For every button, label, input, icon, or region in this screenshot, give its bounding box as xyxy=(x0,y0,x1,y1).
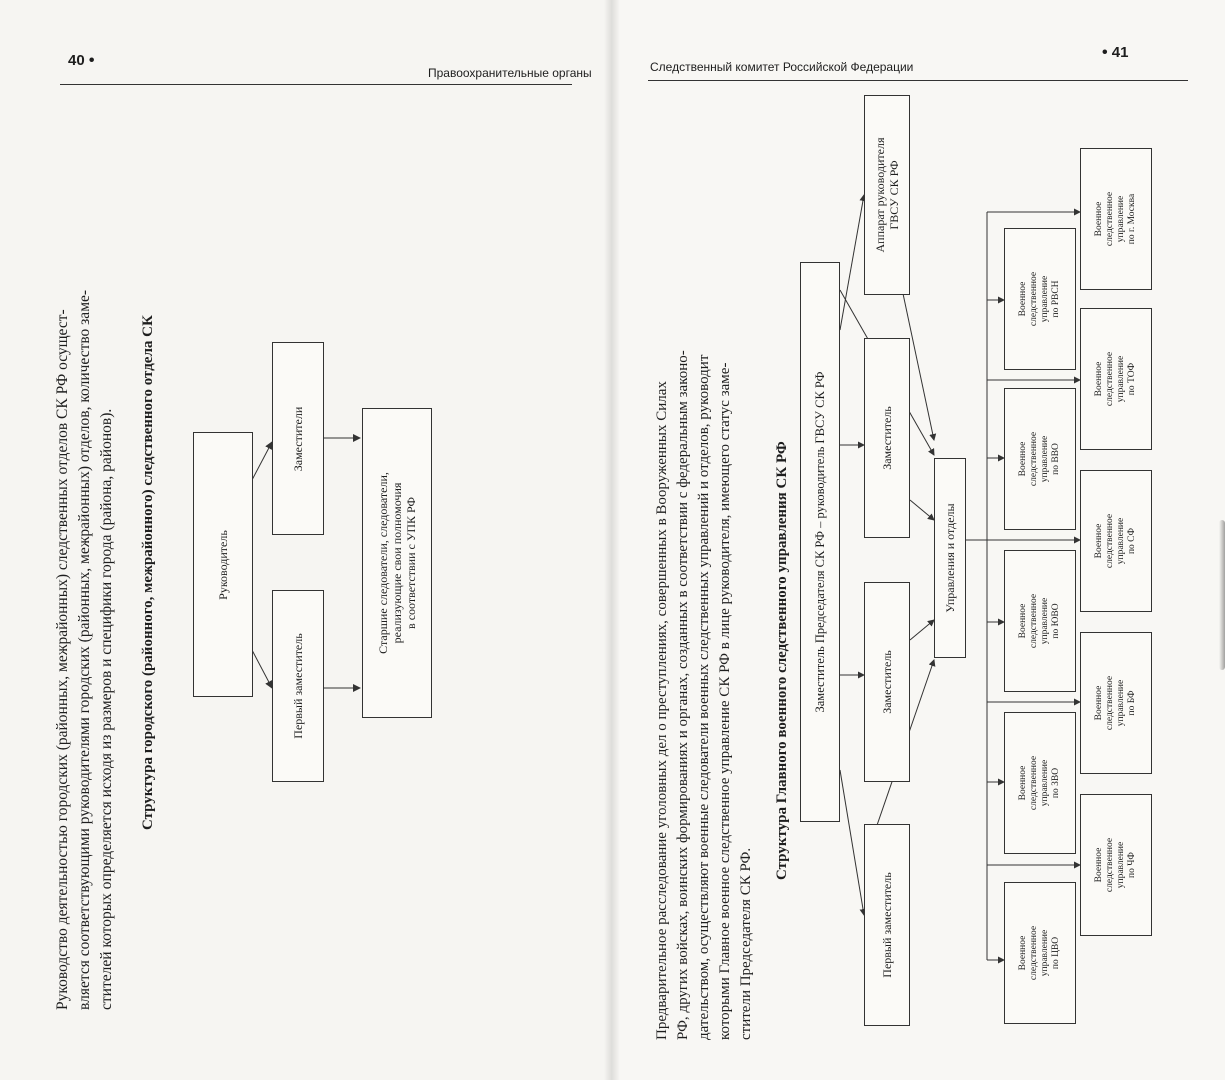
header-rule-right xyxy=(648,80,1188,81)
diagram-title-right: Структура Главного военного следственног… xyxy=(774,441,790,880)
unit-box-zvo: Военное следственное управление по ЗВО xyxy=(1004,712,1076,854)
deputy-box-1: Заместитель xyxy=(864,338,910,538)
header-rule-left xyxy=(60,84,572,85)
right-page: Следственный комитет Российской Федераци… xyxy=(612,0,1225,1080)
diagram-title-left: Структура городского (районного, межрайо… xyxy=(140,315,156,830)
paragraph-line: РФ, других войсках, воинских формировани… xyxy=(675,350,691,1040)
intro-paragraph-right: Предварительное расследование уголовных … xyxy=(652,350,757,1040)
page-edge xyxy=(1219,520,1225,670)
page-number-left: 40 • xyxy=(68,52,95,69)
apparatus-box: Аппарат руководителя ГВСУ СК РФ xyxy=(864,95,910,295)
paragraph-line: Руководство деятельностью городских (рай… xyxy=(54,309,71,1010)
paragraph-line: Предварительное расследование уголовных … xyxy=(654,381,670,1040)
head-box: Руководитель xyxy=(193,432,253,697)
paragraph-line: стители Председателя СК РФ. xyxy=(738,847,754,1040)
unit-box-bf: Военное следственное управление по БФ xyxy=(1080,632,1152,774)
intro-paragraph-left: Руководство деятельностью городских (рай… xyxy=(52,290,118,1010)
first-deputy-box-right: Первый заместитель xyxy=(864,824,910,1026)
book-spine xyxy=(604,0,620,1080)
head-box-right: Заместитель Председателя СК РФ – руковод… xyxy=(800,262,840,822)
page-number-right: • 41 xyxy=(1102,44,1129,61)
unit-box-vvo: Военное следственное управление по ВВО xyxy=(1004,388,1076,530)
unit-box-tof: Военное следственное управление по ТОФ xyxy=(1080,308,1152,450)
deputy-box-2: Заместитель xyxy=(864,582,910,782)
first-deputy-box: Первый заместитель xyxy=(272,590,324,782)
deputies-box: Заместители xyxy=(272,342,324,535)
running-head-right: Следственный комитет Российской Федераци… xyxy=(650,60,914,74)
running-head-left: Правоохранительные органы xyxy=(428,66,592,80)
unit-box-rvsn: Военное следственное управление по РВСН xyxy=(1004,228,1076,370)
paragraph-line: дательством, осуществляют военные следов… xyxy=(696,354,712,1040)
investigators-box: Старшие следователи, следователи, реализ… xyxy=(362,408,432,718)
unit-box-chf: Военное следственное управление по ЧФ xyxy=(1080,794,1152,936)
paragraph-line: которыми Главное военное следственное уп… xyxy=(717,362,733,1040)
paragraph-line: вляется соответствующими руководителями … xyxy=(76,289,93,1010)
left-page: 40 • Правоохранительные органы Руководст… xyxy=(0,0,612,1080)
unit-box-moscow: Военное следственное управление по г. Мо… xyxy=(1080,148,1152,290)
paragraph-line: стителей которых определяется исходя из … xyxy=(98,408,115,1010)
unit-box-yuvo: Военное следственное управление по ЮВО xyxy=(1004,550,1076,692)
unit-box-sf: Военное следственное управление по СФ xyxy=(1080,470,1152,612)
departments-box: Управления и отделы xyxy=(934,458,966,658)
unit-box-tsvo: Военное следственное управление по ЦВО xyxy=(1004,882,1076,1024)
